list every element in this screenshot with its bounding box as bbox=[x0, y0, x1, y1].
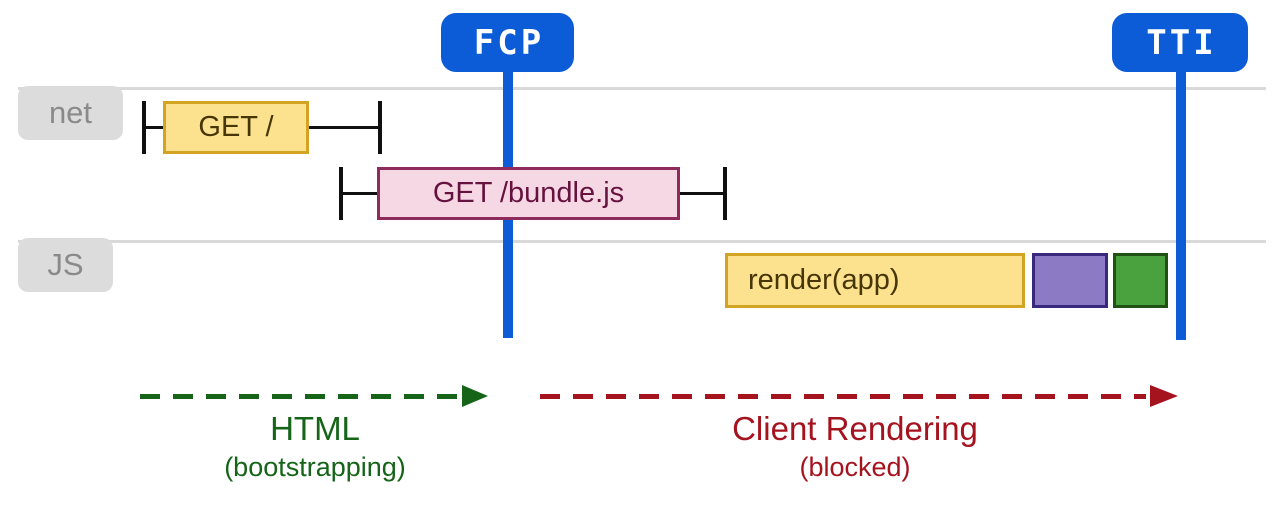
render-app-task-bar: render(app) bbox=[725, 253, 1025, 308]
html-phase-title: HTML bbox=[270, 410, 360, 447]
tti-marker-label: TTI bbox=[1146, 22, 1217, 63]
get-root-request-bar: GET / bbox=[163, 101, 309, 154]
client-rendering-phase-caption: Client Rendering (blocked) bbox=[655, 408, 1055, 484]
html-phase-dashed-arrow bbox=[140, 394, 460, 399]
get-bundle-end-cap bbox=[723, 167, 727, 220]
tti-timeline-line bbox=[1176, 60, 1186, 340]
tti-marker-badge: TTI bbox=[1112, 13, 1248, 72]
fcp-marker-label: FCP bbox=[473, 22, 545, 63]
html-phase-subtitle: (bootstrapping) bbox=[224, 452, 406, 482]
client-rendering-dashed-arrow bbox=[540, 394, 1146, 399]
net-lane-label: net bbox=[18, 86, 123, 140]
get-bundle-request-bar: GET /bundle.js bbox=[377, 167, 680, 220]
js-task-bar-purple bbox=[1032, 253, 1108, 308]
fcp-marker-badge: FCP bbox=[441, 13, 574, 72]
client-rendering-arrowhead-icon bbox=[1150, 385, 1178, 407]
get-bundle-start-cap bbox=[339, 167, 343, 220]
get-root-end-cap bbox=[378, 101, 382, 154]
net-lane-line bbox=[18, 87, 1266, 90]
client-rendering-phase-title: Client Rendering bbox=[732, 410, 978, 447]
get-root-start-cap bbox=[142, 101, 146, 154]
js-lane-label: JS bbox=[18, 238, 113, 292]
html-phase-caption: HTML (bootstrapping) bbox=[145, 408, 485, 484]
html-arrowhead-icon bbox=[462, 385, 488, 407]
js-lane-line bbox=[18, 240, 1266, 243]
js-task-bar-green bbox=[1113, 253, 1168, 308]
client-rendering-phase-subtitle: (blocked) bbox=[799, 452, 911, 482]
